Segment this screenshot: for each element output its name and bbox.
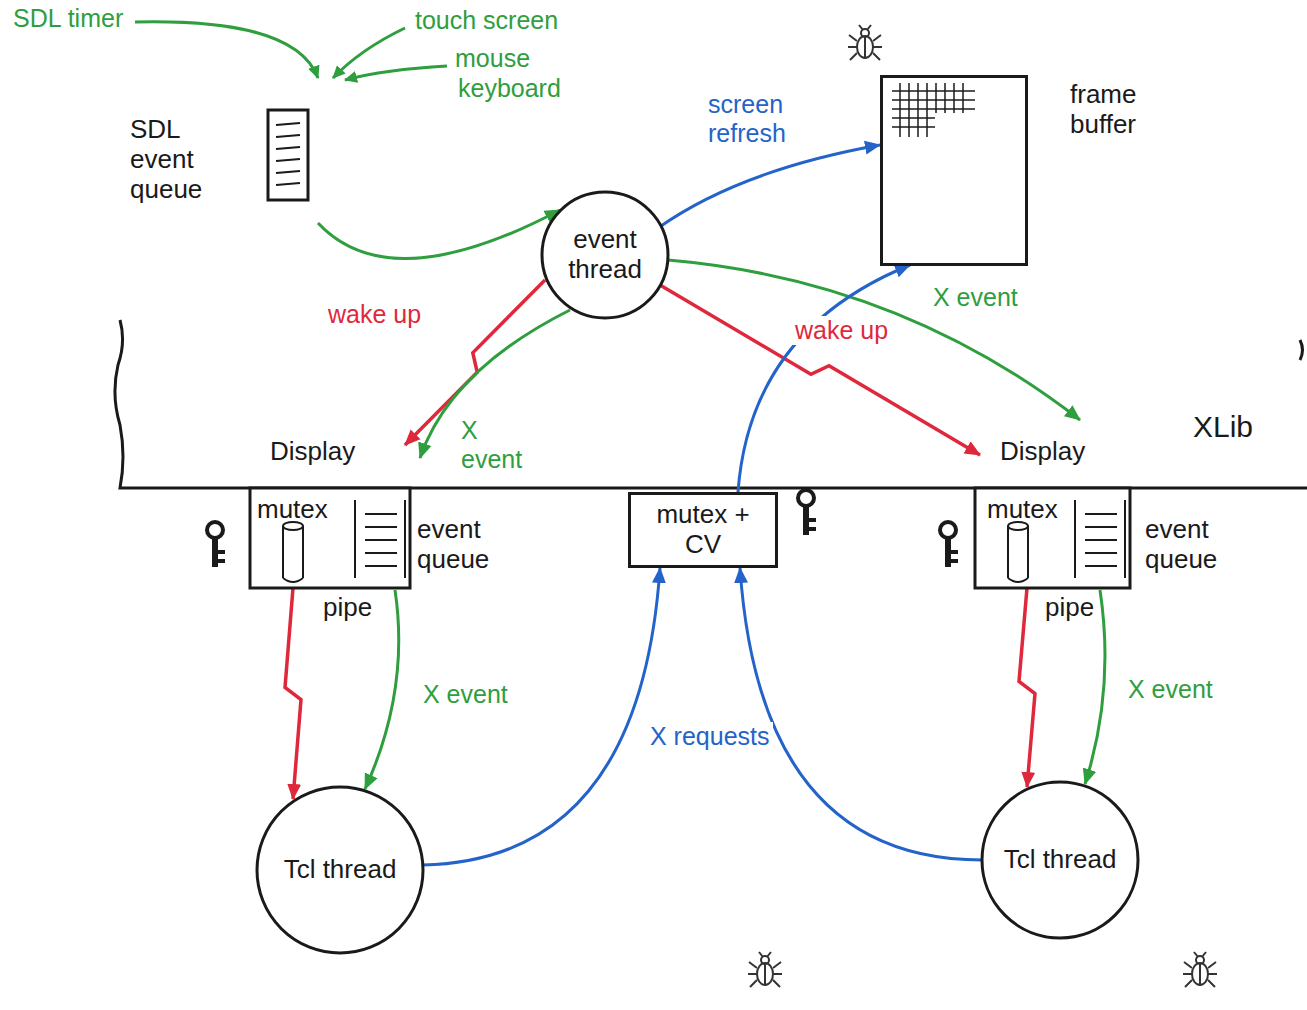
pipe-icon bbox=[283, 526, 303, 582]
node-text-holder: Tcl thread bbox=[980, 780, 1140, 940]
node-text: event thread bbox=[552, 225, 658, 285]
node-text: SDL event queue bbox=[130, 115, 225, 205]
thread-circle-node: Tcl thread bbox=[255, 785, 425, 955]
lock-box bbox=[630, 494, 777, 567]
xlib-boundary-mark bbox=[1300, 340, 1303, 360]
queue-entry bbox=[1085, 526, 1117, 528]
edge-label: X event bbox=[930, 283, 1021, 312]
queue-entry bbox=[276, 171, 300, 173]
node-text: Tcl thread bbox=[284, 855, 397, 885]
box-node: frame buffer bbox=[880, 75, 1200, 270]
edge-label: X event bbox=[458, 416, 536, 474]
queue-entry bbox=[1085, 565, 1117, 567]
node-text: Display bbox=[1000, 437, 1085, 467]
pipe-icon bbox=[1008, 526, 1028, 582]
bug-icon bbox=[848, 25, 882, 60]
frame-buffer-rect bbox=[882, 77, 1027, 265]
node-text-holder: Tcl thread bbox=[255, 785, 425, 955]
flow-arrow bbox=[738, 265, 910, 492]
node-text: mutex + CV bbox=[640, 500, 766, 560]
pixel-grid-line bbox=[892, 108, 975, 110]
node-text: mutex bbox=[257, 495, 328, 525]
lock-key-icon bbox=[940, 522, 958, 567]
thread-circle-node: event thread bbox=[540, 190, 670, 320]
annotation-label: XLib bbox=[1190, 410, 1256, 445]
queue-icon bbox=[355, 500, 405, 578]
queue-entry bbox=[1085, 539, 1117, 541]
leader-arrow bbox=[345, 66, 447, 80]
queue-entry bbox=[276, 183, 300, 185]
node-text: Display bbox=[270, 437, 355, 467]
box-node: mutex + CV bbox=[628, 492, 778, 568]
node-outline bbox=[880, 75, 1200, 270]
node-text: mutex bbox=[987, 495, 1058, 525]
display-box bbox=[975, 488, 1130, 588]
node-text: pipe bbox=[1045, 593, 1094, 623]
queue-entry bbox=[365, 565, 397, 567]
annotation-label: keyboard bbox=[455, 74, 564, 103]
bug-icon bbox=[748, 952, 782, 987]
pixel-grid-line bbox=[892, 126, 935, 128]
node-text: event queue bbox=[1145, 515, 1233, 575]
queue-icon bbox=[268, 110, 308, 200]
flow-arrow bbox=[668, 260, 1080, 420]
queue-icon bbox=[1075, 500, 1125, 578]
node-text-holder: mutex + CV bbox=[628, 492, 778, 568]
display-box bbox=[250, 488, 410, 588]
node-text-holder: event thread bbox=[540, 190, 670, 320]
flow-arrow bbox=[318, 210, 560, 259]
annotation-label: SDL timer bbox=[10, 4, 126, 33]
queue-entry bbox=[365, 539, 397, 541]
queue-entry bbox=[365, 552, 397, 554]
thread-circle bbox=[257, 787, 423, 953]
queue-entry bbox=[365, 526, 397, 528]
lock-key-icon bbox=[207, 522, 225, 567]
pixel-grid-line bbox=[892, 117, 935, 119]
leader-arrow bbox=[135, 22, 318, 78]
queue-entry bbox=[276, 159, 300, 161]
edge-label: X event bbox=[420, 680, 511, 709]
queue-entry bbox=[1085, 513, 1117, 515]
display-node: Display mutex event queue pipe bbox=[970, 420, 1250, 640]
wakeup-signal-arrow bbox=[1019, 588, 1035, 787]
flow-arrow bbox=[423, 568, 660, 865]
annotation-label: mouse bbox=[452, 44, 533, 73]
node-text: Tcl thread bbox=[1004, 845, 1117, 875]
queue-entry bbox=[276, 135, 300, 137]
queue-entry bbox=[1085, 552, 1117, 554]
box-node: SDL event queue bbox=[130, 95, 320, 225]
pixel-grid-line bbox=[892, 90, 975, 92]
bug-icon bbox=[1183, 952, 1217, 987]
xlib-boundary bbox=[115, 320, 1307, 488]
annotation-label: touch screen bbox=[412, 6, 561, 35]
thread-circle bbox=[982, 782, 1138, 938]
flow-arrow bbox=[740, 568, 982, 860]
wakeup-signal-arrow bbox=[285, 588, 301, 799]
edge-label: wake up bbox=[792, 316, 891, 345]
queue-entry bbox=[365, 513, 397, 515]
flow-arrow bbox=[658, 145, 880, 228]
node-text: pipe bbox=[323, 593, 372, 623]
node-text: frame buffer bbox=[1070, 80, 1195, 140]
edge-label: wake up bbox=[325, 300, 424, 329]
queue-entry bbox=[276, 123, 300, 125]
edge-label: screen refresh bbox=[705, 90, 831, 148]
edge-label: X requests bbox=[647, 722, 773, 751]
edge-label: X event bbox=[1125, 675, 1216, 704]
thread-circle-node: Tcl thread bbox=[980, 780, 1140, 940]
pixel-grid-line bbox=[892, 99, 975, 101]
queue-entry bbox=[276, 147, 300, 149]
thread-circle bbox=[542, 192, 668, 318]
node-text: event queue bbox=[417, 515, 505, 575]
lock-key-icon bbox=[798, 490, 816, 535]
